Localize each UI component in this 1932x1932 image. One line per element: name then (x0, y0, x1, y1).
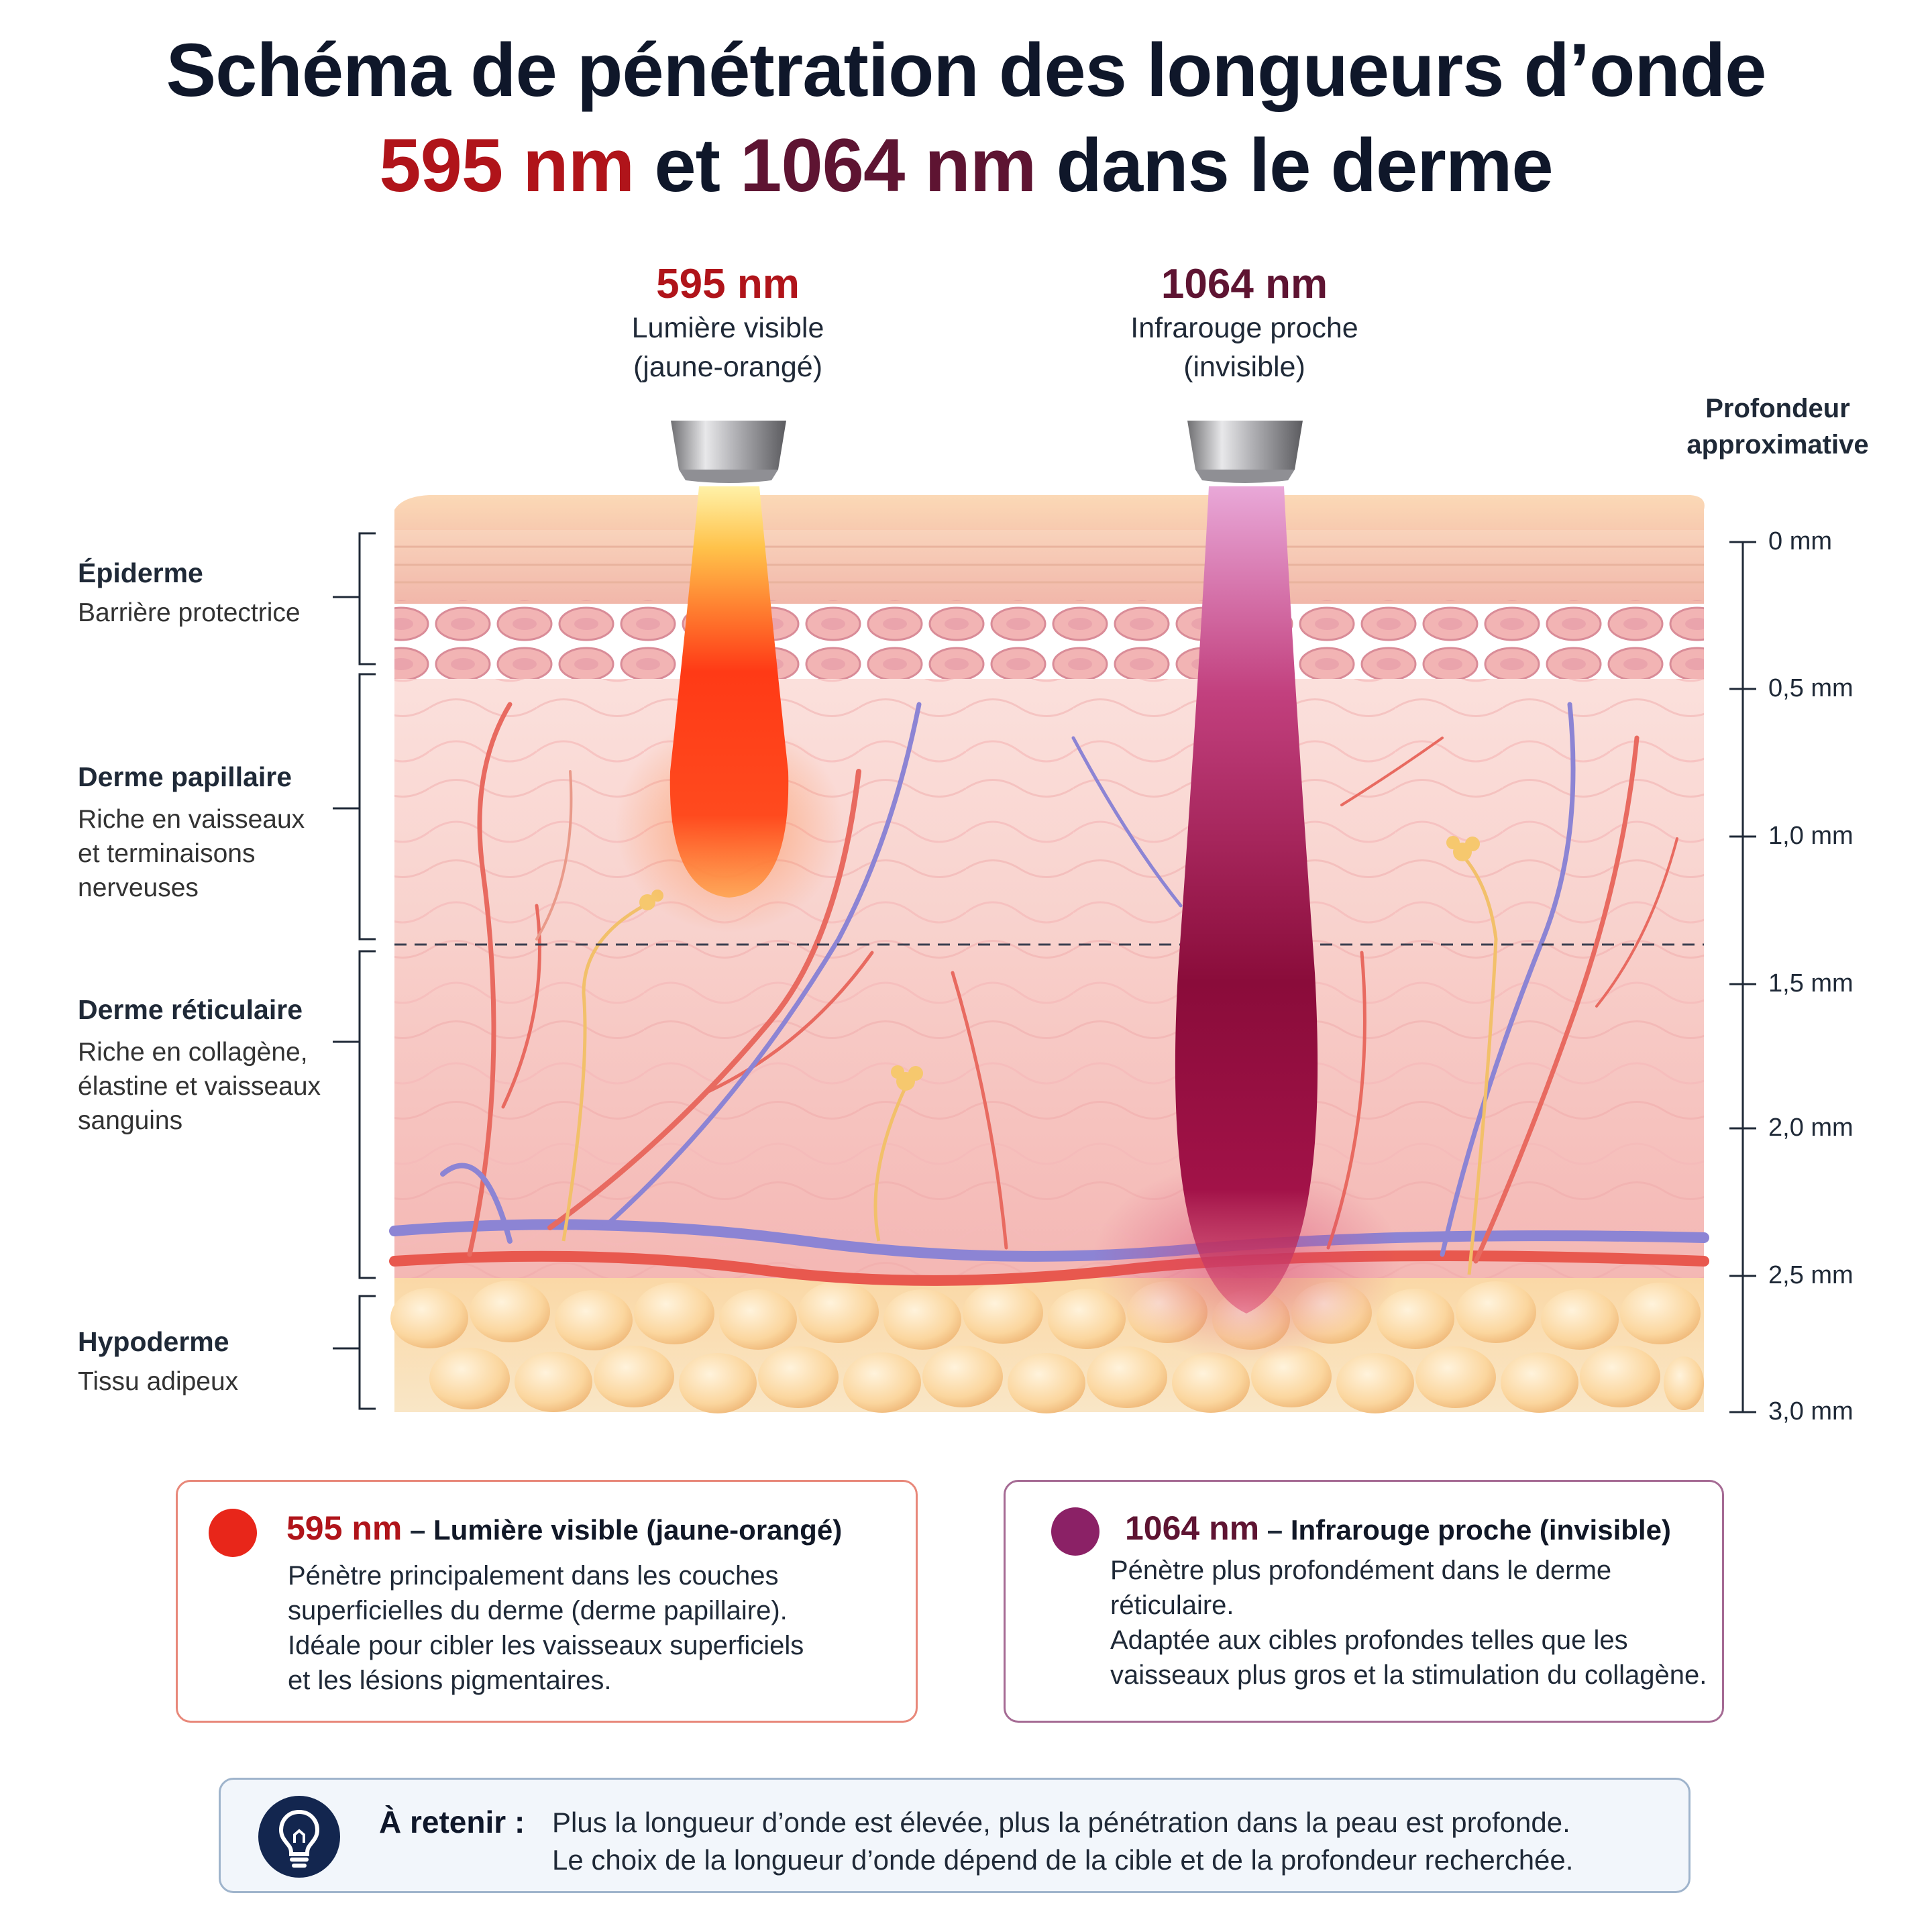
card-595-body: Pénètre principalement dans les couches … (288, 1558, 804, 1698)
dot-1064-icon (1051, 1507, 1099, 1556)
card-595-title: 595 nm – Lumière visible (jaune-orangé) (286, 1509, 842, 1548)
card-595-line2: superficielles du derme (derme papillair… (288, 1596, 788, 1625)
blood-vessels (389, 702, 1709, 1286)
depth-tick-0-5: 0,5 mm (1768, 674, 1854, 702)
layer-name-hypodermis: Hypoderme (78, 1326, 229, 1357)
card-1064-line3: Adaptée aux cibles profondes telles que … (1110, 1625, 1628, 1655)
card-595-value: 595 nm (286, 1509, 402, 1547)
title-connector: et (634, 123, 741, 207)
depth-tick-1-0: 1,0 mm (1768, 822, 1854, 850)
wavelength-label-1064: 1064 nm Infrarouge proche (invisible) (1057, 260, 1432, 386)
layer-brackets (333, 532, 376, 1410)
card-1064-title: 1064 nm – Infrarouge proche (invisible) (1125, 1509, 1671, 1548)
diagram-title-line1: Schéma de pénétration des longueurs d’on… (166, 28, 1766, 112)
beam-1064nm (1175, 486, 1318, 1313)
title-595-nm: 595 nm (379, 123, 635, 207)
layer-desc-reticular-3: sanguins (78, 1106, 183, 1135)
depth-axis-title: Profondeur approximative (1657, 390, 1898, 463)
depth-tick-3-0: 3,0 mm (1768, 1397, 1854, 1426)
card-1064-value: 1064 nm (1125, 1509, 1260, 1547)
title-suffix: dans le derme (1036, 123, 1553, 207)
layer-desc-reticular-2: élastine et vaisseaux (78, 1072, 321, 1101)
lightbulb-icon (258, 1796, 340, 1878)
layer-name-reticular: Derme réticulaire (78, 994, 303, 1025)
basal-cell-layer (394, 600, 1704, 681)
key-takeaway-label: À retenir : (379, 1805, 525, 1839)
wavelength-desc-1064-line2: (invisible) (1183, 351, 1305, 383)
layer-desc-papillary-1: Riche en vaisseaux (78, 805, 305, 834)
card-1064-line1: Pénètre plus profondément dans le derme (1110, 1556, 1612, 1585)
wavelength-value-595: 595 nm (656, 261, 800, 307)
card-595-line4: et les lésions pigmentaires. (288, 1666, 612, 1695)
info-card-595: 595 nm – Lumière visible (jaune-orangé) … (176, 1480, 918, 1723)
laser-handpiece-1064 (1187, 421, 1303, 483)
card-1064-dash: – (1259, 1514, 1291, 1546)
title-1064-nm: 1064 nm (740, 123, 1036, 207)
diagram-title-line2: 595 nm et 1064 nm dans le derme (0, 122, 1932, 209)
card-1064-title-text: Infrarouge proche (invisible) (1290, 1514, 1671, 1546)
card-595-dash: – (402, 1514, 434, 1546)
depth-tick-2-0: 2,0 mm (1768, 1114, 1854, 1142)
laser-handpiece-595 (671, 421, 786, 483)
layer-desc-reticular-1: Riche en collagène, (78, 1038, 308, 1067)
layer-label-reticular-dermis: Derme réticulaire Riche en collagène, él… (78, 991, 321, 1138)
key-takeaway-line2: Le choix de la longueur d’onde dépend de… (552, 1844, 1574, 1876)
wavelength-desc-595-line2: (jaune-orangé) (633, 351, 823, 383)
depth-tick-0: 0 mm (1768, 527, 1832, 555)
layer-label-papillary-dermis: Derme papillaire Riche en vaisseaux et t… (78, 758, 305, 905)
dot-595-icon (209, 1509, 257, 1557)
depth-tick-1-5: 1,5 mm (1768, 969, 1854, 998)
depth-axis-title-line2: approximative (1686, 430, 1869, 460)
wavelength-value-1064: 1064 nm (1161, 261, 1328, 307)
key-takeaway-box: À retenir : Plus la longueur d’onde est … (219, 1778, 1690, 1893)
layer-desc-hypodermis: Tissu adipeux (78, 1367, 239, 1396)
layer-desc-papillary-3: nerveuses (78, 873, 199, 902)
layer-name-papillary: Derme papillaire (78, 761, 292, 792)
card-595-line3: Idéale pour cibler les vaisseaux superfi… (288, 1631, 804, 1660)
info-card-1064: 1064 nm – Infrarouge proche (invisible) … (1004, 1480, 1724, 1723)
epidermis-strata (394, 545, 1704, 584)
layer-desc-papillary-2: et terminaisons (78, 839, 256, 868)
depth-axis (1729, 541, 1756, 1413)
layer-desc-epidermis: Barrière protectrice (78, 598, 301, 627)
wavelength-desc-1064-line1: Infrarouge proche (1130, 312, 1358, 344)
card-1064-line4: vaisseaux plus gros et la stimulation du… (1110, 1660, 1707, 1690)
wavelength-desc-595-line1: Lumière visible (631, 312, 824, 344)
card-1064-body: Pénètre plus profondément dans le derme … (1110, 1553, 1707, 1693)
depth-tick-2-5: 2,5 mm (1768, 1261, 1854, 1289)
key-takeaway-text: Plus la longueur d’onde est élevée, plus… (552, 1804, 1573, 1879)
wavelength-label-595: 595 nm Lumière visible (jaune-orangé) (540, 260, 916, 386)
card-595-line1: Pénètre principalement dans les couches (288, 1561, 779, 1591)
nerve-fibers (561, 854, 1498, 1275)
layer-label-hypodermis: Hypoderme Tissu adipeux (78, 1323, 238, 1399)
card-595-title-text: Lumière visible (jaune-orangé) (433, 1514, 843, 1546)
card-1064-line2: réticulaire. (1110, 1591, 1234, 1620)
layer-label-epidermis: Épiderme Barrière protectrice (78, 554, 301, 630)
key-takeaway-line1: Plus la longueur d’onde est élevée, plus… (552, 1807, 1570, 1838)
layer-name-epidermis: Épiderme (78, 557, 203, 588)
depth-axis-title-line1: Profondeur (1705, 394, 1850, 423)
beam-595nm (669, 486, 789, 898)
